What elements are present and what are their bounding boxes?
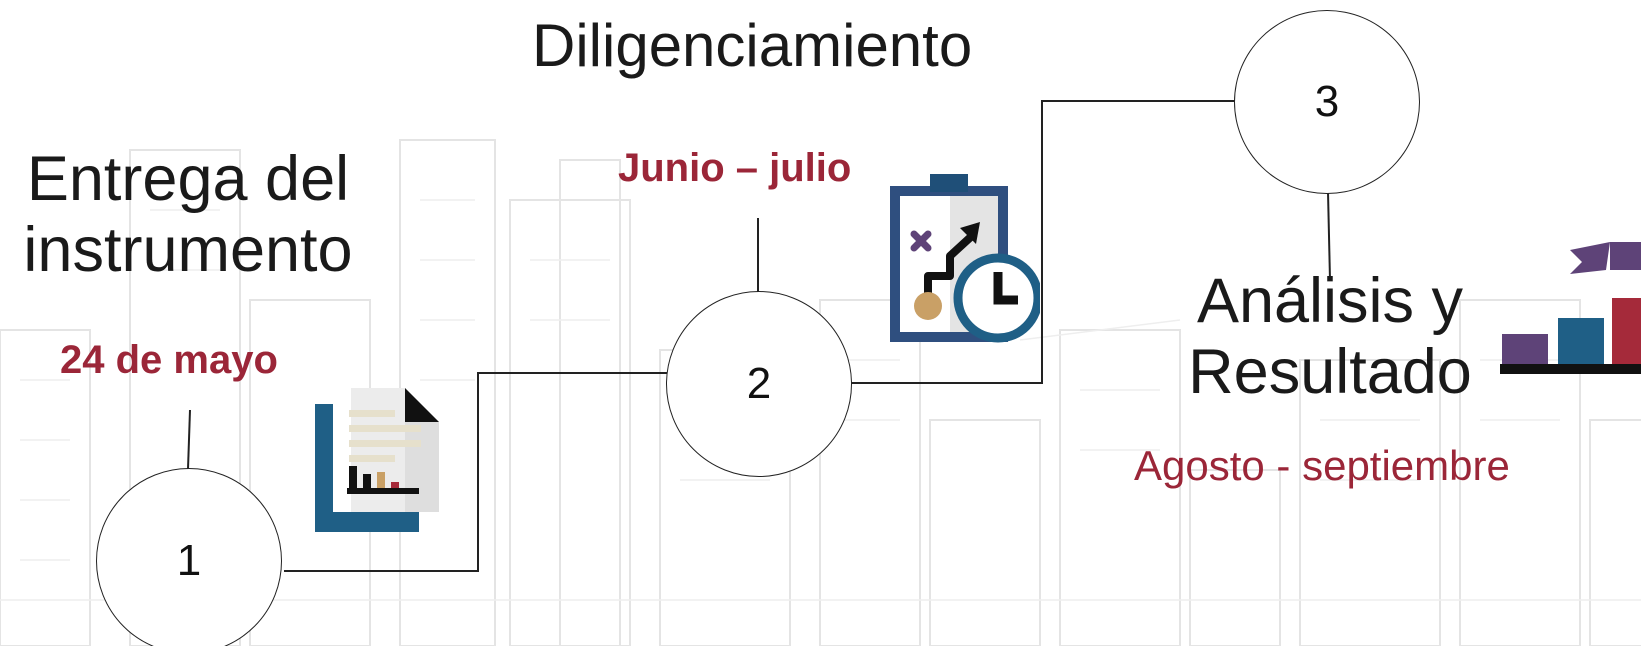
growth-bar-chart-flag-icon <box>1500 242 1641 374</box>
title-tick-3 <box>1327 191 1331 281</box>
step-1-title-line2: instrumento <box>23 214 353 285</box>
step-1-date: 24 de mayo <box>60 338 278 382</box>
step-1-title: Entrega del instrumento <box>8 144 368 285</box>
step-1-node: 1 <box>96 468 282 646</box>
step-2-date: Junio – julio <box>618 146 852 190</box>
strategy-clipboard-clock-icon <box>890 174 1040 343</box>
connector-2-to-3 <box>851 100 1235 384</box>
step-3-title: Análisis y Resultado <box>1150 266 1510 407</box>
date-tick-1 <box>187 409 191 470</box>
report-document-icon <box>315 388 439 532</box>
step-2-title: Diligenciamiento <box>532 12 973 79</box>
connector-1-to-2 <box>284 372 670 572</box>
step-3-date: Agosto - septiembre <box>1134 442 1510 489</box>
step-3-node: 3 <box>1234 10 1420 194</box>
step-1-title-line1: Entrega del <box>26 144 350 214</box>
step-2-node: 2 <box>666 291 852 477</box>
step-3-title-line2: Resultado <box>1188 336 1472 407</box>
step-3-title-line1: Análisis y <box>1196 266 1464 336</box>
